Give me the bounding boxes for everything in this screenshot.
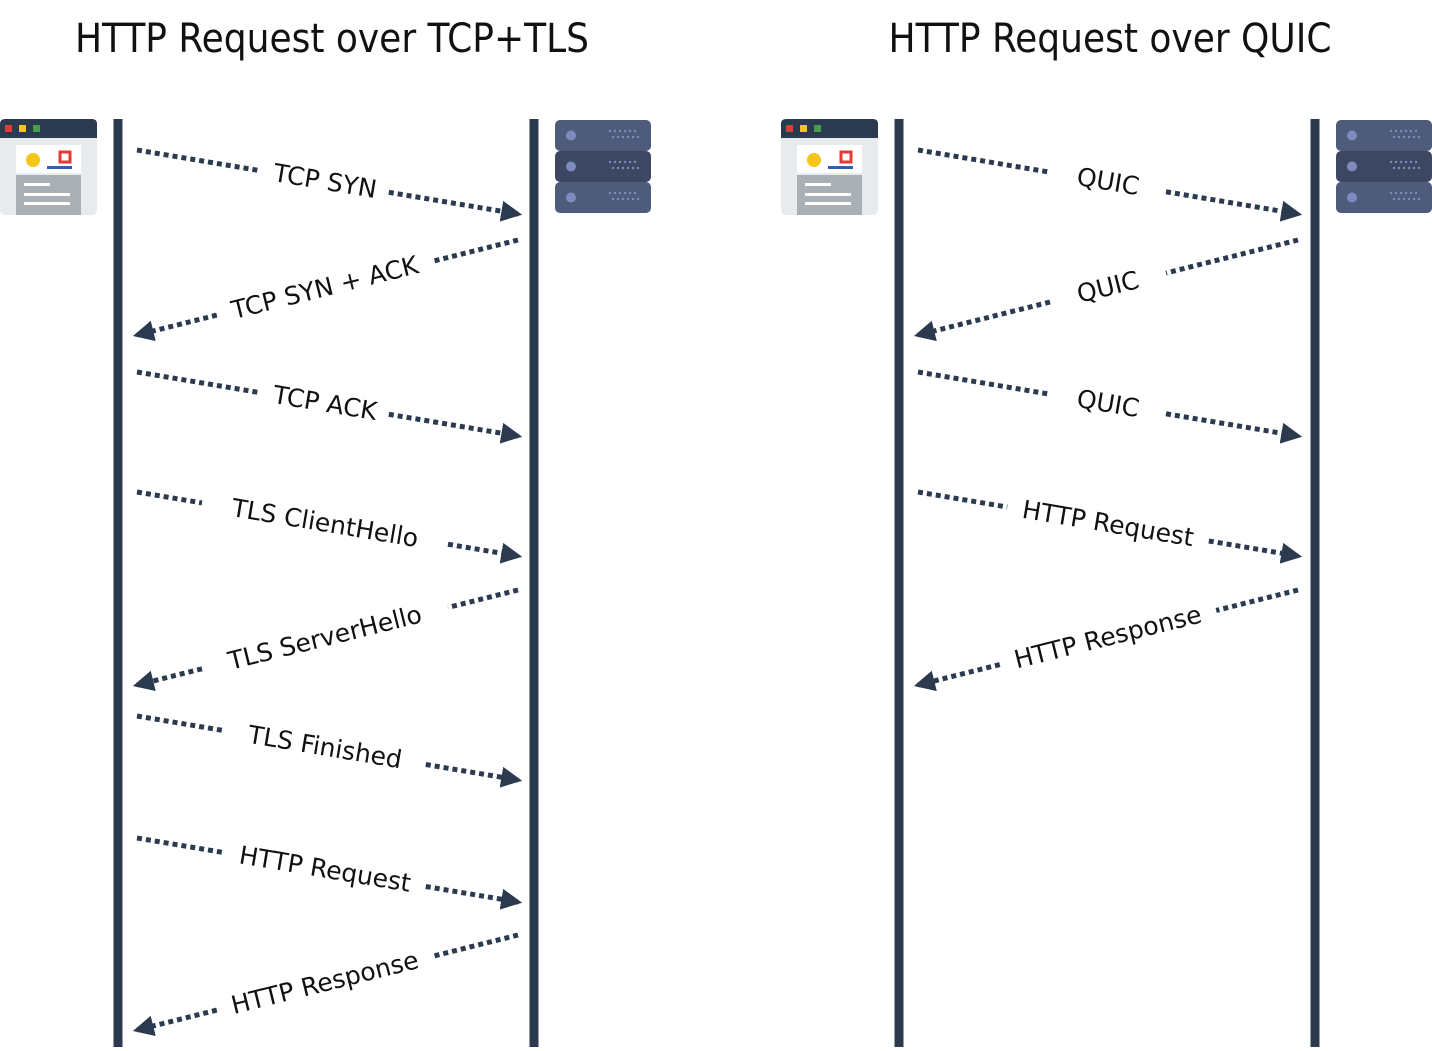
message-label: TCP SYN + ACK [228, 250, 422, 325]
message-arrow: TCP SYN [136, 147, 523, 222]
message-label: HTTP Response [1011, 600, 1204, 675]
arrow-dotted-segment [136, 369, 262, 396]
message-label: HTTP Response [228, 945, 421, 1020]
message-arrow: TLS ClientHello [136, 489, 523, 564]
message-arrow: QUIC [913, 237, 1299, 342]
arrow-head-segment [388, 411, 523, 444]
arrow-head-segment [1165, 189, 1303, 222]
message-label: TLS ServerHello [224, 600, 424, 676]
arrow-dotted-segment [136, 835, 225, 856]
client-browser-icon [0, 119, 97, 215]
arrow-dotted-segment [1165, 237, 1299, 276]
message-label: TCP SYN [270, 158, 378, 204]
message-list: TCP SYN TCP SYN + ACK TCP ACK TLS ClientHel… [132, 147, 523, 1037]
arrow-dotted-segment [432, 932, 519, 959]
server-rack-icon [555, 120, 651, 213]
arrow-head-segment [132, 666, 203, 692]
client-browser-icon [781, 119, 878, 215]
message-label: HTTP Request [237, 840, 413, 897]
message-arrow: QUIC [917, 147, 1303, 222]
message-arrow: HTTP Response [913, 587, 1299, 692]
arrow-dotted-segment [432, 237, 519, 264]
message-arrow: HTTP Request [917, 489, 1303, 564]
arrow-head-segment [425, 762, 523, 788]
arrow-dotted-segment [136, 489, 203, 506]
message-arrow: TCP SYN + ACK [132, 237, 519, 342]
message-label: QUIC [1075, 162, 1142, 201]
message-label: QUIC [1074, 265, 1142, 308]
message-arrow: TLS Finished [136, 713, 523, 788]
arrow-head-segment [132, 312, 218, 342]
arrow-dotted-segment [917, 369, 1051, 397]
arrow-dotted-segment [917, 489, 1008, 510]
diagram-title-quic: HTTP Request over QUIC [889, 16, 1332, 62]
message-label: HTTP Request [1020, 495, 1196, 552]
arrow-dotted-segment [136, 713, 225, 734]
arrow-dotted-segment [917, 147, 1051, 175]
message-label: TLS Finished [245, 720, 404, 775]
arrow-dotted-segment [447, 587, 519, 610]
arrow-dotted-segment [136, 147, 262, 174]
arrow-head-segment [913, 662, 1001, 692]
message-arrow: QUIC [917, 369, 1303, 444]
arrow-head-segment [913, 299, 1051, 342]
arrow-head-segment [447, 541, 523, 564]
arrow-head-segment [388, 189, 523, 222]
message-label: TCP ACK [270, 380, 380, 426]
arrow-dotted-segment [1215, 587, 1299, 613]
diagram-title-tcp-tls: HTTP Request over TCP+TLS [75, 16, 589, 62]
message-arrow: HTTP Request [136, 835, 523, 910]
message-arrow: TLS ServerHello [132, 587, 519, 692]
message-label: TLS ClientHello [229, 493, 421, 553]
arrow-head-segment [132, 1007, 218, 1037]
message-arrow: TCP ACK [136, 369, 523, 444]
message-label: QUIC [1075, 384, 1142, 423]
diagram-quic: HTTP Request over QUIC QUIC QUIC QUIC HTTP … [781, 16, 1432, 1047]
message-arrow: HTTP Response [132, 932, 519, 1037]
arrow-head-segment [1165, 411, 1303, 444]
server-rack-icon [1336, 120, 1432, 213]
arrow-head-segment [1208, 538, 1303, 564]
arrow-head-segment [425, 884, 523, 910]
